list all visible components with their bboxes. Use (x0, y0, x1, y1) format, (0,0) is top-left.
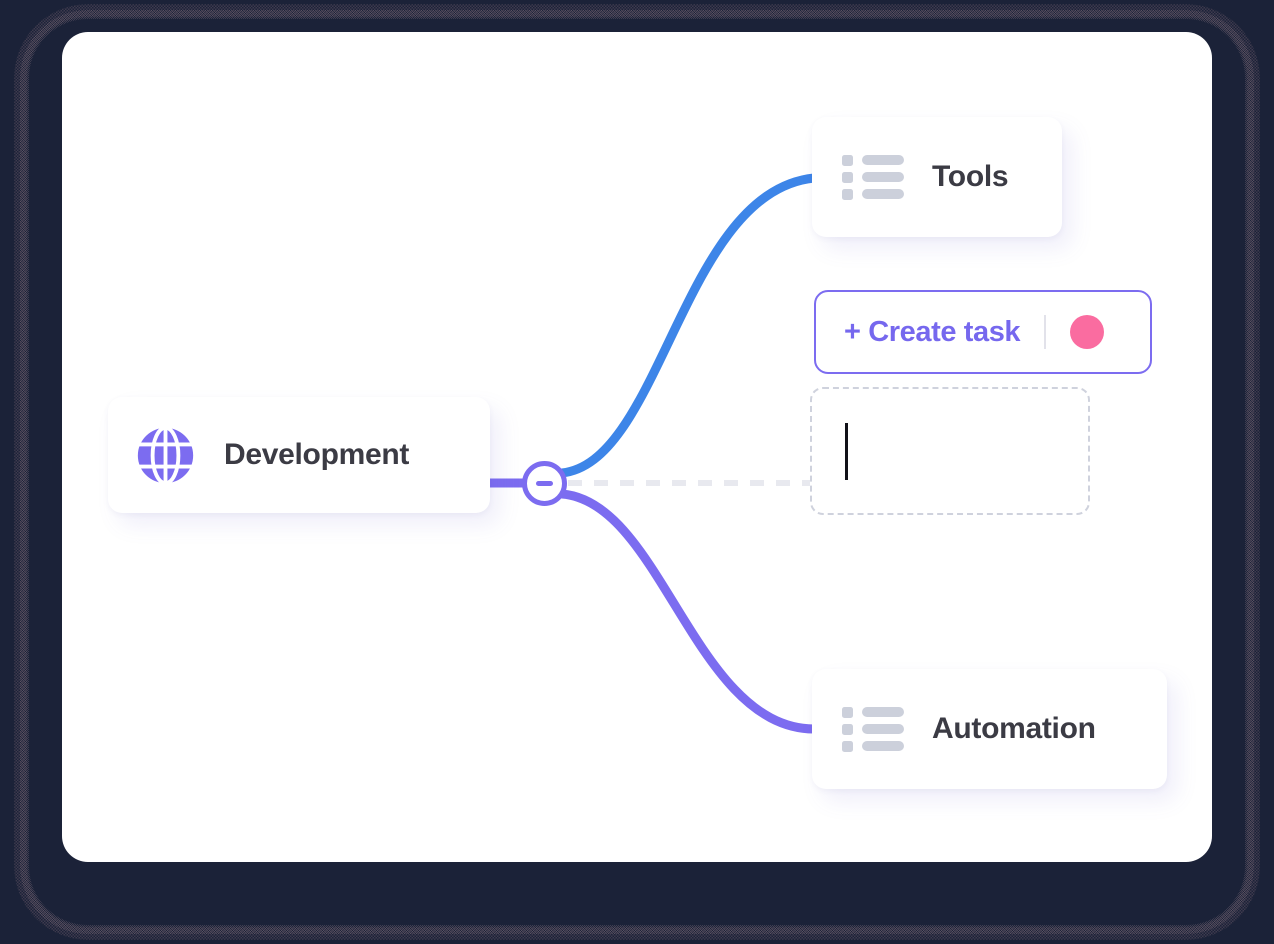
text-caret (845, 422, 848, 480)
connector-to-automation (557, 489, 819, 734)
mindmap-canvas[interactable]: Development Tools (62, 32, 1212, 862)
collapse-toggle-button[interactable] (522, 461, 567, 506)
node-card-tools[interactable]: Tools (812, 117, 1062, 237)
minus-icon (536, 481, 553, 486)
list-icon (842, 154, 904, 200)
list-icon-row (842, 723, 904, 735)
list-icon-bar (862, 707, 904, 717)
list-icon-bar (862, 155, 904, 165)
list-icon-row (842, 154, 904, 166)
list-icon-row (842, 171, 904, 183)
divider (1044, 315, 1047, 349)
list-icon-bar (862, 172, 904, 182)
list-icon-bar (862, 189, 904, 199)
node-card-development-label: Development (224, 438, 410, 471)
node-card-automation-label: Automation (932, 712, 1096, 745)
list-icon-square (842, 171, 853, 183)
list-icon-square (842, 706, 853, 718)
connector-to-tools (557, 173, 819, 478)
list-icon-bar (862, 724, 904, 734)
create-task-button[interactable]: + Create task (814, 290, 1152, 374)
node-card-tools-label: Tools (932, 160, 1009, 193)
list-icon-square (842, 154, 853, 166)
list-icon (842, 706, 904, 752)
list-icon-square (842, 723, 853, 735)
list-icon-row (842, 740, 904, 752)
new-node-input[interactable] (810, 387, 1090, 515)
node-card-automation[interactable]: Automation (812, 669, 1167, 789)
list-icon-row (842, 188, 904, 200)
create-task-label: + Create task (844, 315, 1021, 348)
list-icon-bar (862, 741, 904, 751)
node-card-development[interactable]: Development (108, 397, 490, 513)
list-icon-row (842, 706, 904, 718)
globe-icon (137, 425, 194, 485)
color-swatch-dot[interactable] (1070, 315, 1105, 349)
list-icon-square (842, 740, 853, 752)
list-icon-square (842, 188, 853, 200)
